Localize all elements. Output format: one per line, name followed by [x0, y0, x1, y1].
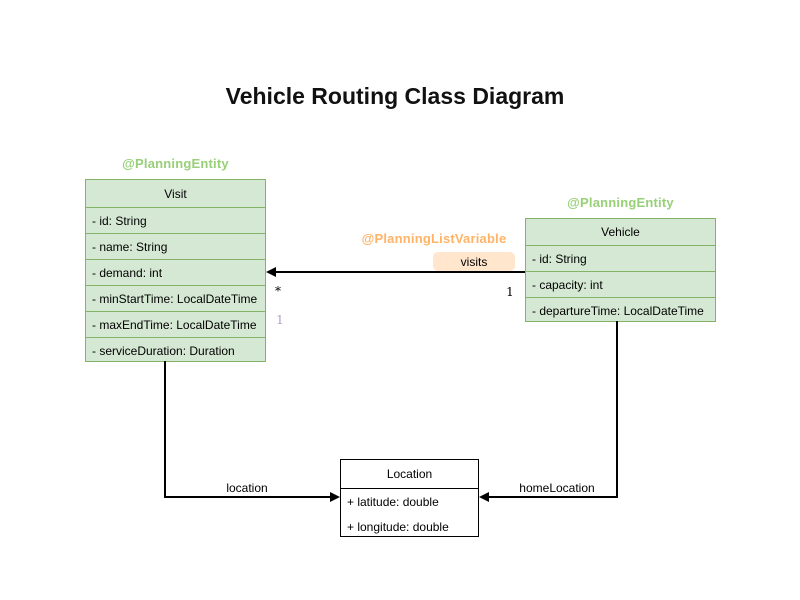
class-visit-attribute: - demand: int	[86, 259, 265, 285]
class-location-name: Location	[386, 467, 433, 481]
visits-source-multiplicity: 1	[506, 285, 514, 299]
homelocation-association-line-vertical	[616, 321, 618, 498]
class-visit-name: Visit	[164, 186, 187, 201]
class-visit: Visit - id: String - name: String - dema…	[85, 179, 266, 362]
homelocation-edge-label: homeLocation	[519, 481, 595, 495]
class-visit-attribute: - serviceDuration: Duration	[86, 337, 265, 363]
class-vehicle-attribute: - capacity: int	[526, 271, 715, 297]
location-association-line-vertical	[164, 361, 166, 497]
visits-stereotype: @PlanningListVariable	[361, 231, 507, 246]
class-vehicle: Vehicle - id: String - capacity: int - d…	[525, 218, 716, 322]
class-location-attribute: + longitude: double	[347, 520, 449, 534]
class-visit-attribute: - name: String	[86, 233, 265, 259]
visits-arrowhead-icon	[266, 267, 276, 277]
diagram-title: Vehicle Routing Class Diagram	[225, 83, 565, 109]
visits-association-line	[275, 271, 525, 273]
homelocation-arrowhead-icon	[479, 492, 489, 502]
visits-muted-multiplicity: 1	[276, 313, 284, 327]
visits-target-multiplicity: *	[275, 284, 281, 298]
class-location: Location + latitude: double + longitude:…	[340, 459, 479, 537]
vehicle-stereotype: @PlanningEntity	[567, 195, 674, 210]
class-location-attribute: + latitude: double	[347, 495, 439, 509]
class-location-attributes: + latitude: double + longitude: double	[341, 488, 478, 540]
class-vehicle-attribute: - id: String	[526, 245, 715, 271]
visit-stereotype: @PlanningEntity	[122, 156, 229, 171]
class-vehicle-attribute: - departureTime: LocalDateTime	[526, 297, 715, 323]
location-edge-label: location	[226, 481, 268, 495]
visits-label-badge: visits	[433, 252, 515, 271]
class-visit-attribute: - maxEndTime: LocalDateTime	[86, 311, 265, 337]
class-vehicle-name: Vehicle	[601, 225, 640, 239]
location-association-line-horizontal	[164, 496, 331, 498]
homelocation-association-line-horizontal	[488, 496, 618, 498]
location-arrowhead-icon	[330, 492, 340, 502]
class-visit-attribute: - minStartTime: LocalDateTime	[86, 285, 265, 311]
class-visit-attribute: - id: String	[86, 207, 265, 233]
